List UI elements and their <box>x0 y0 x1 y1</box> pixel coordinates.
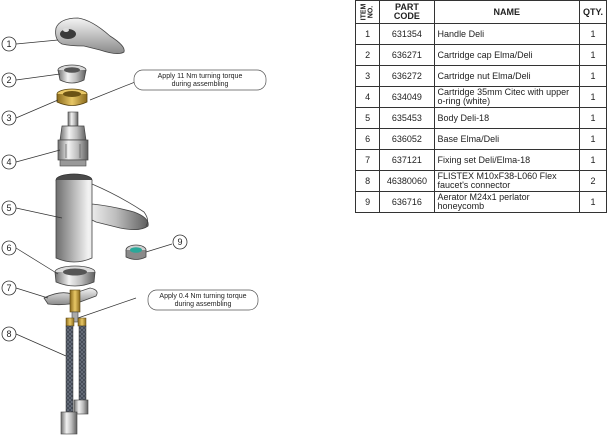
cell-qty: 1 <box>578 44 607 66</box>
torque-note-cartridge: Apply 11 Nm turning torque during assemb… <box>133 69 267 91</box>
svg-text:9: 9 <box>177 237 182 247</box>
cell-code: 636271 <box>379 44 435 66</box>
svg-text:1: 1 <box>6 39 11 49</box>
header-name: NAME <box>433 0 580 24</box>
cell-code: 635453 <box>379 107 435 129</box>
cell-name: FLISTEX M10xF38-L060 Flex faucet's conne… <box>433 170 580 192</box>
svg-text:6: 6 <box>6 243 11 253</box>
cell-qty: 1 <box>578 23 607 45</box>
cell-name: Cartridge nut Elma/Deli <box>433 65 580 87</box>
svg-text:Apply 0.4 Nm turning torque: Apply 0.4 Nm turning torque <box>159 293 246 300</box>
cell-item: 7 <box>354 149 381 171</box>
svg-text:Apply 11 Nm turning torque: Apply 11 Nm turning torque <box>158 73 243 80</box>
cell-item: 3 <box>354 65 381 87</box>
base-part <box>54 265 96 287</box>
cell-item: 6 <box>354 128 381 150</box>
cell-qty: 1 <box>578 128 607 150</box>
svg-text:4: 4 <box>6 157 11 167</box>
cartridge-part <box>57 111 89 167</box>
svg-text:during assembling: during assembling <box>172 81 229 88</box>
cell-code: 637121 <box>379 149 435 171</box>
cell-code: 46380060 <box>379 170 435 192</box>
cell-qty: 1 <box>578 86 607 108</box>
svg-text:during assembling: during assembling <box>175 301 232 308</box>
cell-qty: 1 <box>578 191 607 213</box>
cell-name: Fixing set Deli/Elma-18 <box>433 149 580 171</box>
cell-item: 9 <box>354 191 381 213</box>
cell-item: 4 <box>354 86 381 108</box>
fixing-set-part <box>43 287 98 323</box>
callout-7: 7 <box>1 280 17 296</box>
cartridge-nut-part <box>56 88 88 106</box>
svg-text:2: 2 <box>6 75 11 85</box>
cell-code: 636272 <box>379 65 435 87</box>
body-part <box>55 173 149 263</box>
cell-code: 636052 <box>379 128 435 150</box>
callout-5: 5 <box>1 200 17 216</box>
cartridge-cap-part <box>57 64 87 84</box>
header-qty: QTY. <box>578 0 607 24</box>
cell-name: Handle Deli <box>433 23 580 45</box>
handle-part <box>55 17 125 54</box>
cell-item: 5 <box>354 107 381 129</box>
callout-6: 6 <box>1 240 17 256</box>
cell-name: Body Deli-18 <box>433 107 580 129</box>
callout-4: 4 <box>1 154 17 170</box>
cell-code: 634049 <box>379 86 435 108</box>
cell-code: 636716 <box>379 191 435 213</box>
svg-text:7: 7 <box>6 283 11 293</box>
callout-2: 2 <box>1 72 17 88</box>
callout-8: 8 <box>1 326 17 342</box>
flex-hoses-part <box>60 317 89 435</box>
cell-name: Cartridge 35mm Citec with upper o-ring (… <box>433 86 580 108</box>
cell-name: Cartridge cap Elma/Deli <box>433 44 580 66</box>
aerator-part <box>125 244 147 260</box>
leader-lines <box>15 39 173 357</box>
cell-item: 2 <box>354 44 381 66</box>
torque-note-fixing: Apply 0.4 Nm turning torque during assem… <box>147 289 259 311</box>
svg-text:8: 8 <box>6 329 11 339</box>
callout-9: 9 <box>172 234 188 250</box>
exploded-diagram: 1 2 3 4 5 6 7 8 9 Apply 11 Nm turning to… <box>1 17 267 435</box>
cell-qty: 1 <box>578 107 607 129</box>
cell-qty: 2 <box>578 170 607 192</box>
cell-code: 631354 <box>379 23 435 45</box>
cell-qty: 1 <box>578 149 607 171</box>
cell-item: 1 <box>354 23 381 45</box>
cell-qty: 1 <box>578 65 607 87</box>
callout-1: 1 <box>1 36 17 52</box>
callout-3: 3 <box>1 110 17 126</box>
svg-text:5: 5 <box>6 203 11 213</box>
cell-item: 8 <box>354 170 381 192</box>
svg-text:3: 3 <box>6 113 11 123</box>
cell-name: Aerator M24x1 perlator honeycomb <box>433 191 580 213</box>
cell-name: Base Elma/Deli <box>433 128 580 150</box>
